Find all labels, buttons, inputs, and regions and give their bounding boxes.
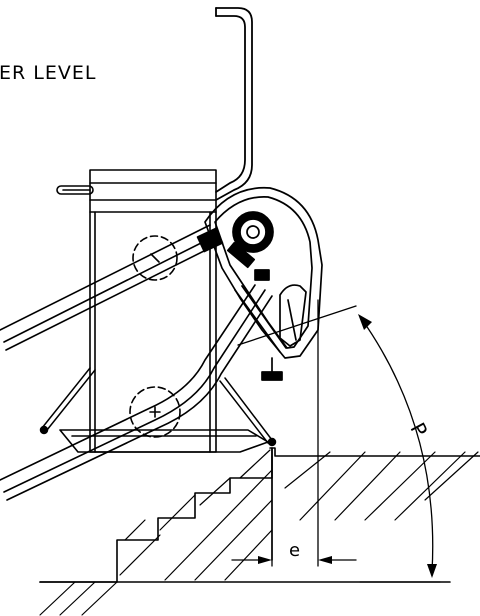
- lower-arm: [0, 284, 273, 501]
- dimension-p-label: P: [405, 419, 432, 441]
- upper-arm: [0, 224, 219, 351]
- heading-text: ER LEVEL: [0, 62, 96, 84]
- dimension-e: [231, 299, 357, 567]
- bin-container: [89, 169, 217, 453]
- dimension-p-angle: [237, 305, 441, 583]
- support-struts: [39, 367, 277, 447]
- ground-hatching: [39, 449, 479, 616]
- lifting-mechanism: [196, 186, 323, 381]
- lift-handle: [215, 7, 253, 201]
- base-plate: [59, 429, 269, 453]
- dimension-e-label: e: [289, 540, 300, 561]
- bin-handle: [56, 185, 94, 195]
